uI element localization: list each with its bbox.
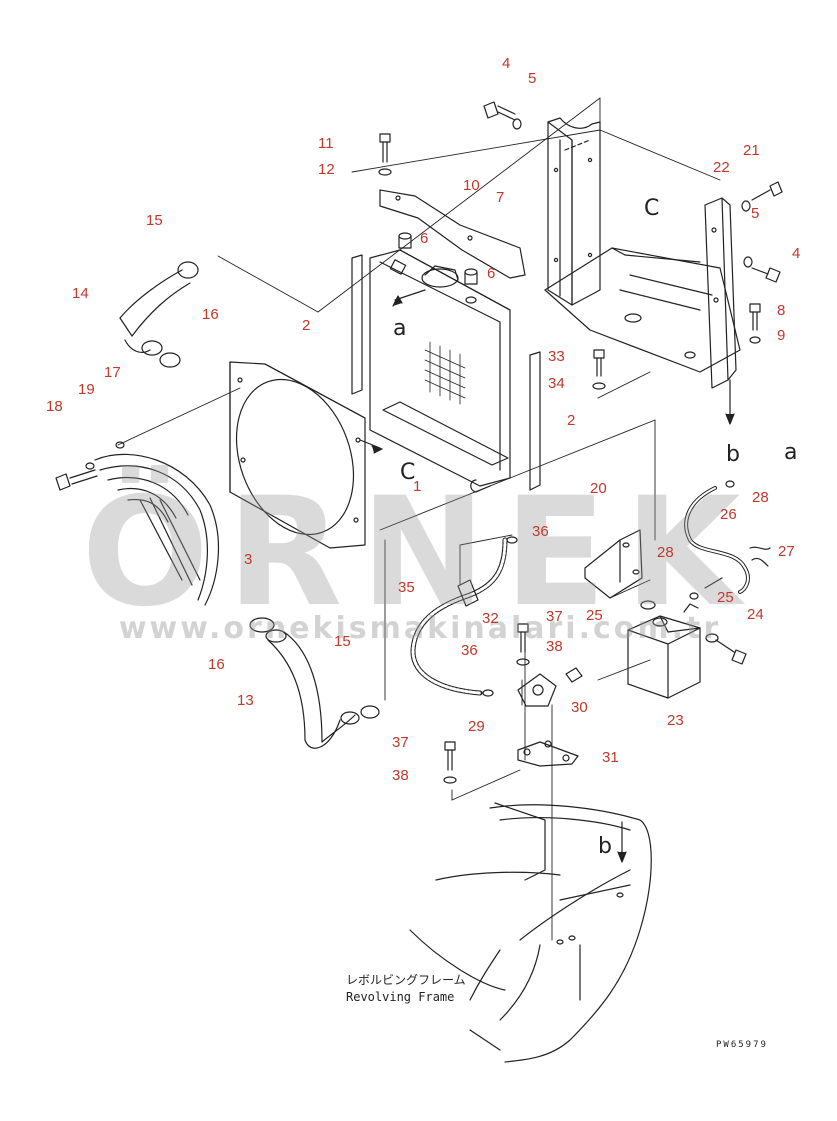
- callout-label: 10: [463, 177, 480, 194]
- callout-label: 27: [778, 543, 795, 560]
- part-3-fan-shroud: [229, 361, 383, 549]
- callout-label: 34: [548, 375, 565, 392]
- callout-label: 6: [487, 265, 496, 282]
- callout-label: 3: [244, 551, 253, 568]
- callout-label: 36: [532, 523, 549, 540]
- callout-label: 33: [548, 348, 565, 365]
- callout-label: 30: [571, 699, 588, 716]
- callout-label: 12: [318, 161, 335, 178]
- part-33-bolt-34-washer: [592, 349, 606, 390]
- part-18-bolt-19-washer: [55, 441, 125, 491]
- callout-label: 5: [528, 70, 537, 87]
- view-letter-b: b: [726, 442, 740, 467]
- part-14-upper-hose: [119, 261, 199, 368]
- drawing-number: PW65979: [716, 1040, 768, 1050]
- callout-label: 38: [546, 638, 563, 655]
- callout-label: 35: [398, 579, 415, 596]
- part-10-top-stay: [379, 189, 526, 279]
- base-plate: [544, 247, 741, 373]
- view-letter-c: C: [644, 196, 660, 221]
- part-37-bolt-38-washer: [443, 623, 530, 784]
- callout-label: 8: [777, 302, 786, 319]
- part-13-lower-hose: [249, 617, 380, 749]
- callout-label: 15: [146, 212, 163, 229]
- frame-label-japanese: レボルビングフレーム: [346, 973, 466, 987]
- callout-label: 31: [602, 749, 619, 766]
- callout-label: 18: [46, 398, 63, 415]
- callout-label: 15: [334, 633, 351, 650]
- part-24-bolt: [705, 633, 747, 665]
- part-1-radiator: [369, 249, 511, 493]
- part-11-bolt-12-washer: [378, 133, 392, 176]
- view-letter-a: a: [784, 440, 798, 465]
- callout-label: 32: [482, 610, 499, 627]
- callout-label: 36: [461, 642, 478, 659]
- callout-label: 7: [496, 189, 505, 206]
- part-6-collars: [398, 232, 478, 304]
- callout-label: 2: [567, 412, 576, 429]
- part-26-hose: [684, 480, 771, 600]
- callout-label: 20: [590, 480, 607, 497]
- frame-label-english: Revolving Frame: [346, 990, 455, 1004]
- part-23-reserve-tank: [627, 603, 701, 699]
- callout-label: 25: [586, 607, 603, 624]
- watermark-brand: ÖRNEK: [81, 466, 759, 640]
- part-7-support-column: [547, 117, 601, 306]
- callout-label: 14: [72, 285, 89, 302]
- callout-label: 17: [104, 364, 121, 381]
- callout-label: 16: [202, 306, 219, 323]
- callout-label: 16: [208, 656, 225, 673]
- callout-label: 13: [237, 692, 254, 709]
- callout-label: 26: [720, 506, 737, 523]
- part-2-seal-strips: [351, 254, 541, 491]
- part-17-fan-guard: [94, 453, 220, 606]
- view-letter-a: a: [393, 316, 407, 341]
- callout-label: 38: [392, 767, 409, 784]
- view-letter-b: b: [598, 834, 612, 859]
- callout-label: 2: [302, 317, 311, 334]
- callout-label: 19: [78, 381, 95, 398]
- callout-label: 11: [318, 135, 334, 152]
- callout-label: 6: [420, 230, 429, 247]
- callout-label: 21: [743, 142, 760, 159]
- callout-label: 22: [713, 159, 730, 176]
- callout-label: 37: [392, 734, 409, 751]
- guide-lines: [117, 97, 721, 941]
- watermark-url: www.ornekismakinalari.com.tr: [118, 611, 722, 646]
- callout-label: 1: [413, 478, 422, 495]
- callout-label: 28: [752, 489, 769, 506]
- callout-label: 37: [546, 608, 563, 625]
- right-bracket: [704, 197, 737, 425]
- view-letter-c: C: [400, 460, 416, 485]
- callout-label: 24: [747, 606, 764, 623]
- callout-label: 5: [751, 205, 760, 222]
- part-29-drain-valve: [517, 667, 583, 767]
- callout-label: 4: [502, 55, 511, 72]
- part-4-bolt-5-washer: [483, 101, 522, 130]
- part-35-drain-hose: [410, 536, 518, 697]
- callout-label: 25: [717, 589, 734, 606]
- revolving-frame: [409, 802, 652, 1063]
- callout-label: 23: [667, 712, 684, 729]
- callout-label: 9: [777, 327, 786, 344]
- part-20-bracket: [584, 529, 656, 610]
- callout-label: 4: [792, 245, 801, 262]
- right-hardware: [741, 181, 783, 344]
- callout-label: 29: [468, 718, 485, 735]
- callout-label: 28: [657, 544, 674, 561]
